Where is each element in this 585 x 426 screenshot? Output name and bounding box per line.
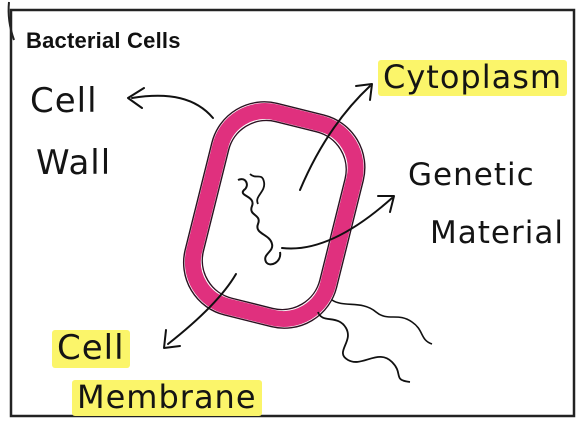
- bacterial-cell: [172, 90, 376, 339]
- label-genetic-material-line2: Material: [430, 218, 564, 249]
- page-title: Bacterial Cells: [26, 28, 181, 54]
- flagellum: [318, 312, 410, 382]
- label-cell-wall-line2: Wall: [36, 146, 111, 180]
- label-cell-membrane-line1: Cell: [52, 330, 130, 368]
- label-cell-wall-line1: Cell: [30, 84, 98, 118]
- arrowhead-cell-membrane: [164, 330, 180, 348]
- label-cell-membrane-line2: Membrane: [72, 380, 262, 416]
- label-cytoplasm: Cytoplasm: [378, 60, 567, 96]
- label-genetic-material-line1: Genetic: [408, 160, 535, 191]
- arrow-cell-wall: [132, 96, 213, 118]
